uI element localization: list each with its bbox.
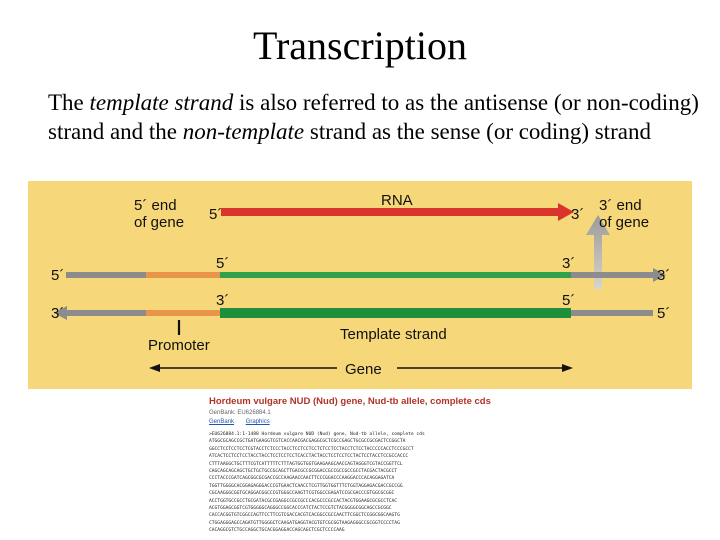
rna-5-label: 5´ bbox=[209, 206, 222, 223]
top-promoter bbox=[146, 272, 220, 278]
para-text-2: is also referred to as the antisense (or… bbox=[48, 90, 699, 144]
rna-label: RNA bbox=[381, 192, 413, 209]
end5-gene-line2: of gene bbox=[134, 214, 184, 231]
template-strand-label: Template strand bbox=[340, 326, 447, 343]
promoter-label: Promoter bbox=[148, 337, 210, 354]
top-left-5-label: 5´ bbox=[51, 267, 64, 284]
gene-record-title: Hordeum vulgare NUD (Nud) gene, Nud-tb a… bbox=[209, 396, 491, 407]
para-non-template: non-template bbox=[182, 119, 305, 144]
end5-gene-line1: 5´ end bbox=[134, 197, 177, 214]
gene-label-bg bbox=[337, 358, 397, 378]
end3-gene-line2: of gene bbox=[599, 214, 649, 231]
sequence-line: TGGTTGGGGCACGGAGAGGGACCCGTGAACTCAACCTCGT… bbox=[209, 483, 403, 489]
sequence-line: GGCCTCCTCCTCCTCGTACCTCTCCCTACCTCCTCCTCCT… bbox=[209, 446, 414, 452]
rna-arrowhead bbox=[558, 203, 574, 221]
top-strand-right-flank bbox=[571, 272, 653, 278]
slide-title: Transcription bbox=[252, 23, 468, 68]
sequence-line: CCCTACCCGATCAGCGGCGCGACCGCCAAGAACCAACTTC… bbox=[209, 476, 395, 482]
sequence-line: ATGGCGCAGCCGCTGATGAAGGTCGTCACCAACGACGAGG… bbox=[209, 439, 406, 445]
para-text-3: strand as the sense (or coding) strand bbox=[304, 119, 651, 144]
sequence-line: CACCACGGTGTCGGCCAGTTCCTTCGTCGACCACGTCACG… bbox=[209, 513, 400, 519]
sequence-line: CTTTAAGGCTGCTTTCGTCATTTTTCTTTAGTGGTGGTGA… bbox=[209, 461, 403, 467]
sequence-line: CTGGAGGGAGCCAGATGTTGGGGCTCAAGATGAGGTACGT… bbox=[209, 520, 400, 526]
para-template-strand: template strand bbox=[89, 90, 234, 115]
bottom-strand-right-flank bbox=[571, 310, 653, 316]
gene-span-left-arrow bbox=[149, 364, 160, 372]
sequence-line: CAGCAGCAGCAGCTGCTGCTGCCGCAGCTTGACGCCGCGG… bbox=[209, 469, 398, 475]
bottom-strand-left-flank bbox=[67, 310, 146, 316]
top-mid-5-label: 5´ bbox=[216, 255, 229, 272]
bot-left-3-label: 3´ bbox=[51, 305, 64, 322]
sequence-line: ATCACTCCTCCTCCTACCTACCTCCTCCTCCTCACCTACT… bbox=[209, 454, 409, 460]
rna-strand bbox=[221, 208, 558, 216]
top-strand-left-flank bbox=[66, 272, 146, 278]
transcription-diagram: 5´ end of gene 3´ end of gene RNA 5´ 3´ … bbox=[28, 181, 692, 389]
sequence-line: ACGTGGAGCGGTCGTGGGGGCAGGGCCGGCACCCATCTAC… bbox=[209, 506, 392, 512]
end3-gene-line1: 3´ end bbox=[599, 197, 642, 214]
sequence-line: >EU626884.1:1-1488 Hordeum vulgare NUD (… bbox=[209, 432, 425, 437]
sequence-line: CGCAAGGGCGGTGCAGGACGGCCCGTGGGCCAAGTTCGTG… bbox=[209, 491, 395, 497]
gene-span-right-arrow bbox=[562, 364, 573, 372]
polymerase-arrow bbox=[586, 215, 610, 289]
genbank-link[interactable]: GenBank bbox=[209, 419, 235, 425]
top-right-3-label: 3´ bbox=[657, 267, 670, 284]
top-mid-3-label: 3´ bbox=[562, 255, 575, 272]
bot-mid-3-label: 3´ bbox=[216, 292, 229, 309]
sequence-line: CACAGGCGTCTGCCAGGCTGCACGGAGGACCAGCAGCTCG… bbox=[209, 528, 345, 534]
graphics-link[interactable]: Graphics bbox=[245, 419, 270, 425]
bottom-strand-arrowhead bbox=[54, 306, 67, 320]
rna-3-label: 3´ bbox=[571, 206, 584, 223]
coding-strand bbox=[220, 272, 571, 278]
bot-right-5-label: 5´ bbox=[657, 305, 670, 322]
para-text-1: The bbox=[48, 90, 90, 115]
sequence-line: ACCTGGTGCCGCCTGCGATACGCCGAGGCCGCCGCCCACG… bbox=[209, 498, 398, 504]
bot-mid-5-label: 5´ bbox=[562, 292, 575, 309]
gene-label: Gene bbox=[345, 361, 382, 378]
top-strand-arrowhead bbox=[653, 268, 666, 282]
gene-record-panel: Hordeum vulgare NUD (Nud) gene, Nud-tb a… bbox=[207, 396, 493, 536]
gene-record-links: GenBank Graphics bbox=[209, 419, 280, 425]
slide-paragraph: The template strand is also referred to … bbox=[48, 88, 708, 146]
bottom-promoter bbox=[146, 310, 220, 316]
gene-sequence: >EU626884.1:1-1488 Hordeum vulgare NUD (… bbox=[209, 431, 491, 535]
template-strand bbox=[220, 308, 571, 318]
gene-record-accession: GenBank: EU626884.1 bbox=[209, 410, 271, 416]
